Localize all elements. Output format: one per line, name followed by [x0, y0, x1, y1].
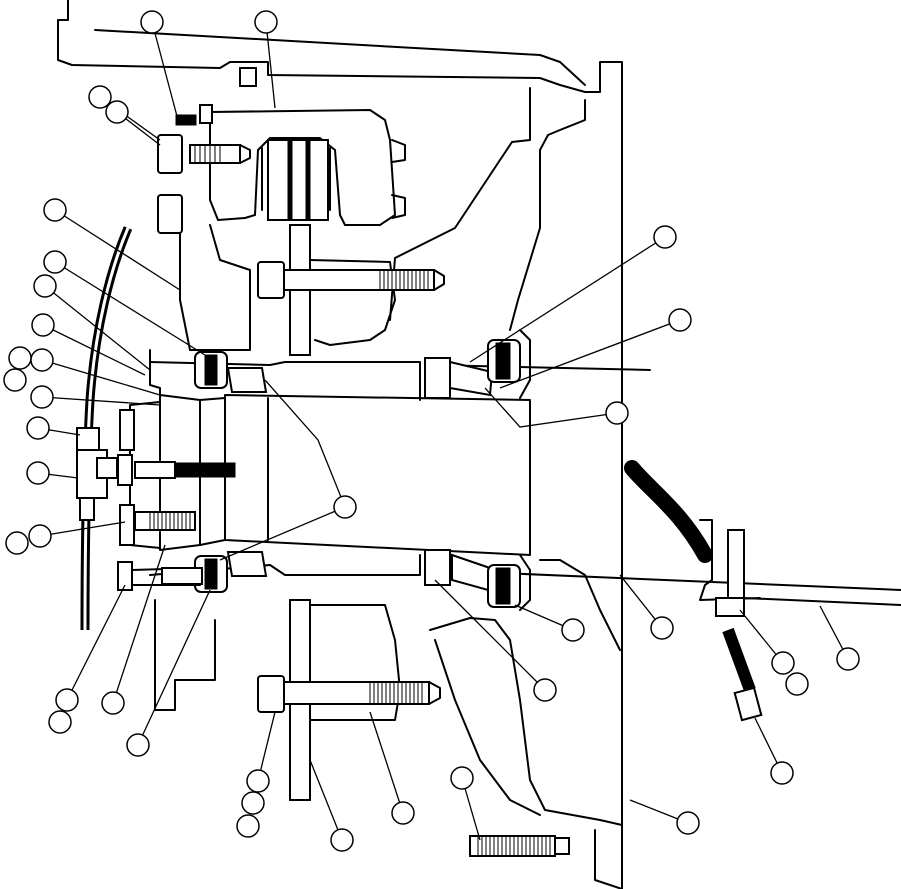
sensor-connector [733, 686, 763, 722]
callout-c37 [236, 814, 260, 838]
hex-nut-upper-2 [157, 194, 183, 234]
callout-c33 [391, 801, 415, 825]
hex-nut-lower [257, 675, 285, 713]
callout-c12 [30, 385, 54, 409]
center-bolt [134, 461, 176, 479]
axle-housing [57, 0, 623, 889]
speed-sensor-assembly [624, 460, 901, 722]
hose-fitting-upper [76, 427, 100, 451]
callout-c34 [330, 828, 354, 852]
hex-nut-upper-1 [157, 134, 183, 174]
callout-c11 [3, 368, 27, 392]
disc-bolt-lower [283, 681, 430, 705]
callout-c17 [55, 688, 79, 712]
sensor-nut [715, 597, 745, 617]
callout-c25 [561, 618, 585, 642]
callout-c35 [246, 769, 270, 793]
callout-c18 [48, 710, 72, 734]
callout-c14 [26, 461, 50, 485]
callout-c7 [33, 274, 57, 298]
callout-c8 [31, 313, 55, 337]
lower-left-bolt [161, 567, 203, 585]
callout-c24 [605, 401, 629, 425]
callout-c3 [88, 85, 112, 109]
bleeder-valve [199, 104, 213, 124]
sensor-body [727, 529, 745, 601]
callout-c6 [43, 250, 67, 274]
callout-c16 [28, 524, 52, 548]
callout-c22 [653, 225, 677, 249]
leader-lines [37, 21, 849, 841]
callout-c26 [533, 678, 557, 702]
housing-plug [239, 67, 257, 87]
callout-c9 [8, 346, 32, 370]
callout-c19 [101, 691, 125, 715]
callout-c29 [785, 672, 809, 696]
bearing-cup-outer-lower [424, 549, 451, 586]
callout-c27 [650, 616, 674, 640]
callout-c2 [254, 10, 278, 34]
brake-caliper [175, 67, 406, 226]
bearing-cup-outer-upper [424, 357, 451, 399]
bearing-rollers-inner-upper [226, 367, 268, 393]
callout-markers [3, 10, 860, 852]
callout-c32 [676, 811, 700, 835]
callout-c23 [668, 308, 692, 332]
brake-pad-block [267, 139, 329, 221]
callout-c15 [5, 531, 29, 555]
wheel-bearings [194, 339, 521, 608]
callout-c28 [771, 651, 795, 675]
callout-c31 [770, 761, 794, 785]
callout-c4 [105, 100, 129, 124]
callout-c36 [241, 791, 265, 815]
callout-c5 [43, 198, 67, 222]
mounting-bolts-upper [157, 134, 445, 299]
callout-c10 [30, 348, 54, 372]
callout-c21 [333, 495, 357, 519]
grease-fitting [117, 561, 133, 591]
callout-c20 [126, 733, 150, 757]
callout-c13 [26, 416, 50, 440]
callout-c38 [450, 766, 474, 790]
callout-c30 [836, 647, 860, 671]
mounting-bolts-lower [161, 567, 570, 857]
callout-c1 [140, 10, 164, 34]
hex-nut-disc [257, 261, 285, 299]
